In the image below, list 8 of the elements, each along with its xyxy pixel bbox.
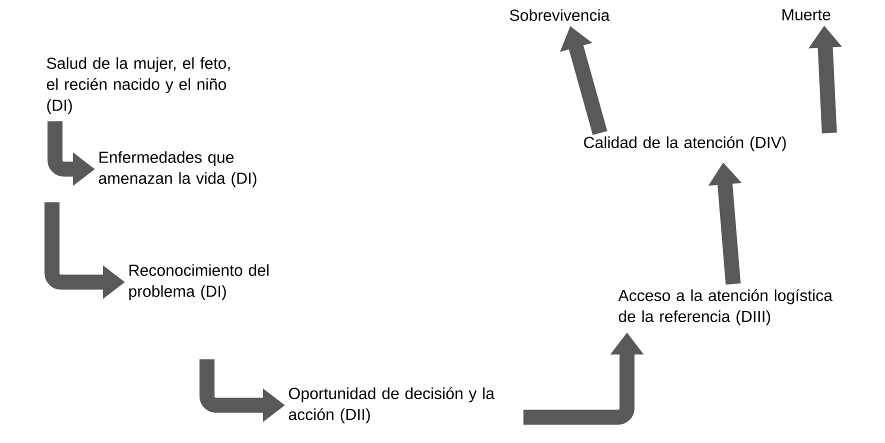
text-label: Calidad de la atención (DIV) (584, 136, 786, 152)
text-label: Sobrevivencia (510, 9, 610, 21)
text-label: Reconocimiento del problema (DI) (129, 264, 268, 300)
text-label: Oportunidad de decisión y la acción (DII) (288, 387, 494, 424)
text-label: Salud de la mujer, el feto, el recién nacido y el niño (DI) (46, 57, 230, 114)
text-label: Acceso a la atención logística de la referencia (DIII) (618, 289, 832, 326)
text-label: Enfermedades que amenazan la vida (DI) (98, 151, 256, 188)
text-label: Muerte (782, 9, 830, 20)
